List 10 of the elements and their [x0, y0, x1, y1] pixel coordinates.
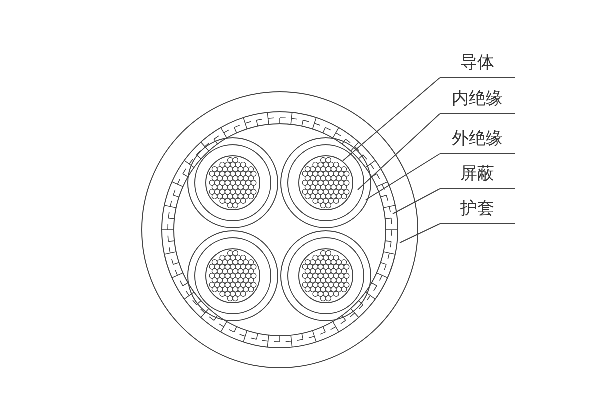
- part-label: 导体: [440, 48, 515, 78]
- part-label: 屏蔽: [440, 159, 515, 189]
- leader-line: [392, 188, 440, 214]
- part-label: 内绝缘: [440, 84, 515, 114]
- leader-line: [342, 78, 440, 162]
- part-label: 外绝缘: [440, 124, 515, 154]
- part-label: 护套: [440, 194, 515, 224]
- leader-line: [358, 114, 440, 190]
- leader-line: [400, 224, 440, 244]
- leader-line: [366, 154, 440, 200]
